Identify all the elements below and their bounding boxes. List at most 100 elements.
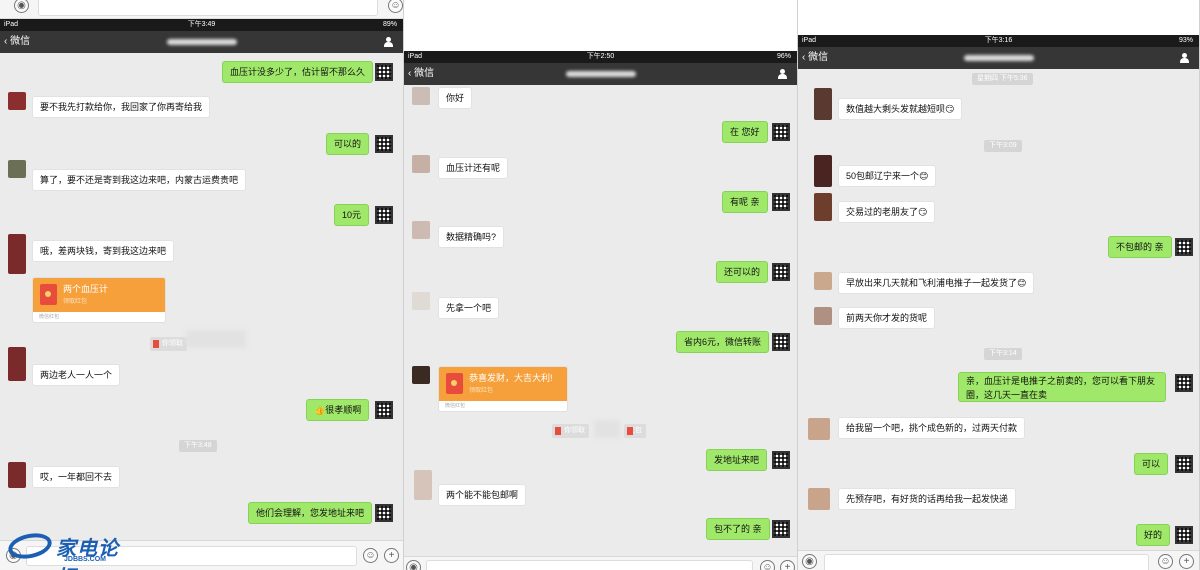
voice-icon[interactable]: ◉ — [802, 554, 817, 569]
timestamp: 下午3:48 — [179, 440, 217, 452]
message-in[interactable]: 数据精确吗? — [438, 226, 505, 248]
message-field[interactable] — [824, 554, 1149, 570]
message-in[interactable]: 血压计还有呢 — [438, 157, 509, 179]
message-out[interactable]: 发地址来吧 — [706, 449, 768, 471]
contact-avatar[interactable] — [8, 92, 26, 110]
plus-icon[interactable]: + — [1179, 554, 1194, 569]
contact-avatar[interactable] — [8, 347, 26, 381]
contact-avatar[interactable] — [412, 221, 430, 239]
message-out[interactable]: 不包邮的 亲 — [1108, 236, 1172, 258]
contact-avatar[interactable] — [8, 462, 26, 488]
message-in[interactable]: 50包邮辽宁来一个😊 — [838, 165, 937, 187]
contact-avatar[interactable] — [8, 160, 26, 178]
my-avatar[interactable] — [1175, 238, 1193, 256]
my-avatar[interactable] — [1175, 526, 1193, 544]
person-icon[interactable] — [1179, 53, 1189, 63]
message-in[interactable]: 两个能不能包邮啊 — [438, 484, 527, 506]
message-out[interactable]: 血压计没多少了，估计留不那么久 — [222, 61, 374, 83]
contact-avatar[interactable] — [412, 87, 430, 105]
contact-avatar[interactable] — [8, 234, 26, 274]
voice-icon[interactable]: ◉ — [406, 560, 421, 570]
battery-level: 93% — [1178, 37, 1193, 44]
plus-icon[interactable]: + — [780, 560, 795, 570]
contact-avatar[interactable] — [414, 470, 432, 500]
emoji-icon[interactable]: ☺ — [1158, 554, 1173, 569]
person-icon[interactable] — [777, 69, 787, 79]
my-avatar[interactable] — [772, 520, 790, 538]
message-in[interactable]: 要不我先打款给你，我回家了你再寄给我 — [32, 96, 211, 118]
message-out[interactable]: 可以的 — [326, 133, 370, 155]
redacted-area — [186, 330, 246, 348]
message-out[interactable]: 省内6元，微信转账 — [676, 331, 770, 353]
logo-swoosh-icon — [5, 529, 55, 563]
message-out[interactable]: 好的 — [1136, 524, 1171, 546]
person-icon[interactable] — [383, 37, 393, 47]
my-avatar[interactable] — [1175, 455, 1193, 473]
plus-icon[interactable]: + — [384, 548, 399, 563]
system-note: 你领取 — [150, 337, 187, 351]
message-out[interactable]: 他们会理解，您发地址来吧 — [248, 502, 373, 524]
my-avatar[interactable] — [375, 504, 393, 522]
my-avatar[interactable] — [772, 333, 790, 351]
my-avatar[interactable] — [1175, 374, 1193, 392]
message-in[interactable]: 给我留一个吧，挑个成色新的，过两天付款 — [838, 417, 1026, 439]
message-in[interactable]: 哦，差两块钱，寄到我这边来吧 — [32, 240, 175, 262]
my-avatar[interactable] — [772, 263, 790, 281]
contact-avatar[interactable] — [412, 292, 430, 310]
contact-avatar[interactable] — [814, 88, 832, 120]
my-avatar[interactable] — [375, 401, 393, 419]
chat-panel-1: ◉ ☺ + iPad 下午3:49 89% ‹ 微信 血压计没多少了，估计留不那… — [0, 0, 404, 570]
my-avatar[interactable] — [772, 451, 790, 469]
back-button[interactable]: ‹ 微信 — [802, 52, 829, 63]
emoji-icon[interactable]: ☺ — [388, 0, 403, 13]
my-avatar[interactable] — [375, 63, 393, 81]
message-in[interactable]: 算了，要不还是寄到我这边来吧，内蒙古运费贵吧 — [32, 169, 247, 191]
voice-icon[interactable]: ◉ — [6, 548, 21, 563]
chat-panel-2: iPad 下午2:50 96% ‹ 微信 你好 在 您好 血压计还有呢 有呢 亲… — [404, 0, 798, 570]
top-message-field[interactable] — [38, 0, 378, 16]
voice-icon[interactable]: ◉ — [14, 0, 29, 13]
my-avatar[interactable] — [772, 123, 790, 141]
contact-avatar[interactable] — [412, 155, 430, 173]
red-packet-card[interactable]: 两个血压计 领取红包 微信红包 — [32, 277, 166, 323]
contact-avatar[interactable] — [814, 307, 832, 325]
red-packet-title: 恭喜发财，大吉大利! — [469, 373, 553, 383]
message-in[interactable]: 交易过的老朋友了😏 — [838, 201, 936, 223]
emoji-icon[interactable]: ☺ — [363, 548, 378, 563]
message-in[interactable]: 先预存吧，有好货的话再给我一起发快递 — [838, 488, 1017, 510]
message-out[interactable]: 有呢 亲 — [722, 191, 768, 213]
contact-avatar[interactable] — [814, 193, 832, 221]
my-avatar[interactable] — [772, 193, 790, 211]
message-out[interactable]: 10元 — [334, 204, 370, 226]
message-field[interactable] — [26, 546, 357, 566]
message-in[interactable]: 哎，一年都回不去 — [32, 466, 121, 488]
message-in[interactable]: 你好 — [438, 87, 473, 109]
contact-avatar[interactable] — [814, 272, 832, 290]
contact-avatar[interactable] — [808, 488, 830, 510]
message-out[interactable]: 还可以的 — [716, 261, 769, 283]
message-out[interactable]: 亲，血压计是电推子之前卖的，您可以看下朋友圈，这几天一直在卖 — [958, 372, 1166, 402]
message-in[interactable]: 前两天你才发的货呢 — [838, 307, 936, 329]
message-in[interactable]: 先拿一个吧 — [438, 297, 500, 319]
my-avatar[interactable] — [375, 135, 393, 153]
message-field[interactable] — [426, 560, 753, 570]
contact-name-redacted — [166, 39, 237, 45]
message-in[interactable]: 早放出来几天就和飞利浦电推子一起发货了😊 — [838, 272, 1035, 294]
contact-name-redacted — [565, 71, 636, 77]
message-out[interactable]: 包不了的 亲 — [706, 518, 770, 540]
carrier-label: iPad — [408, 53, 423, 60]
red-packet-card[interactable]: 恭喜发财，大吉大利! 领取红包 微信红包 — [438, 366, 568, 412]
contact-name-redacted — [963, 55, 1034, 61]
emoji-icon[interactable]: ☺ — [760, 560, 775, 570]
message-out[interactable]: 在 您好 — [722, 121, 768, 143]
message-in[interactable]: 数值越大剩头发就越短呗😏 — [838, 98, 963, 120]
message-out[interactable]: 👍很孝顺啊 — [306, 399, 370, 421]
back-button[interactable]: ‹ 微信 — [4, 36, 31, 47]
contact-avatar[interactable] — [808, 418, 830, 440]
contact-avatar[interactable] — [814, 155, 832, 187]
message-in[interactable]: 两边老人一人一个 — [32, 364, 121, 386]
back-button[interactable]: ‹ 微信 — [408, 68, 435, 79]
my-avatar[interactable] — [375, 206, 393, 224]
message-out[interactable]: 可以 — [1134, 453, 1169, 475]
contact-avatar[interactable] — [412, 366, 430, 384]
